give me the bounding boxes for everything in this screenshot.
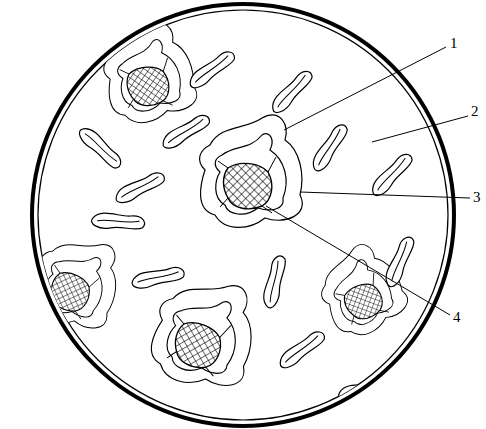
callout-number: 1: [449, 36, 459, 51]
field-outline: [32, 4, 454, 426]
cells: [22, 19, 425, 408]
callout-number: 3: [472, 190, 482, 205]
leader-lines: [266, 47, 470, 315]
field-inner-rim: [38, 10, 448, 420]
callout-number: 2: [470, 104, 480, 119]
callout-number: 4: [452, 310, 462, 325]
